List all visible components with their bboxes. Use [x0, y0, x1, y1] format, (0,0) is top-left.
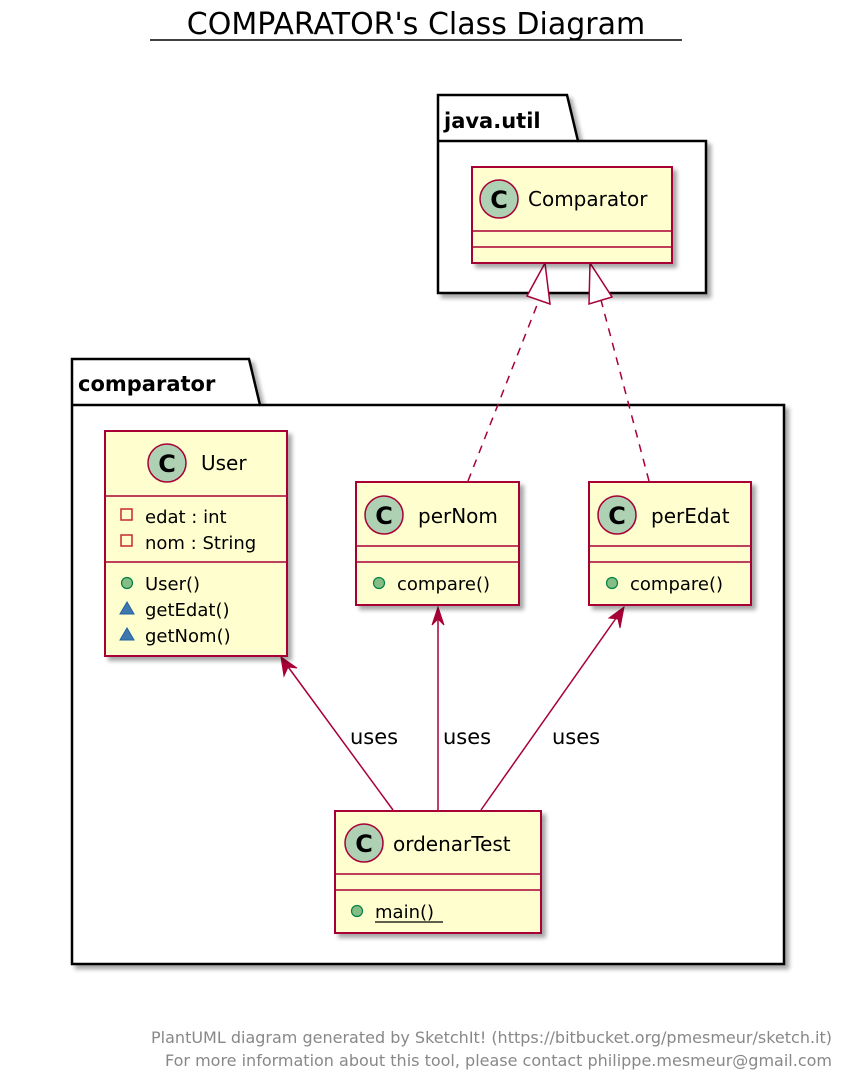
method-compare-pernom: compare() — [397, 574, 490, 595]
svg-text:C: C — [608, 502, 626, 530]
field-nom: nom : String — [145, 533, 256, 554]
method-compare-peredat: compare() — [630, 574, 723, 595]
method-main: main() — [375, 902, 434, 923]
public-icon — [120, 576, 134, 590]
package-visibility-icon — [119, 601, 135, 615]
svg-text:C: C — [355, 830, 373, 858]
class-name-pernom: perNom — [418, 504, 498, 528]
public-icon — [350, 904, 364, 918]
class-name-ordenartest: ordenarTest — [393, 832, 511, 856]
class-circle-icon: C — [344, 823, 384, 863]
relation-label-user: uses — [350, 725, 398, 749]
association-ordenartest-peredat — [480, 605, 625, 811]
association-ordenartest-pernom — [431, 605, 445, 810]
method-user-constructor: User() — [145, 574, 200, 595]
class-name-comparator: Comparator — [528, 187, 648, 211]
package-name-java-util: java.util — [443, 109, 541, 133]
footer-line-1: PlantUML diagram generated by SketchIt! … — [151, 1028, 832, 1047]
method-getnom: getNom() — [145, 626, 231, 647]
class-circle-icon: C — [597, 495, 637, 535]
class-circle-icon: C — [147, 443, 187, 483]
method-getedat: getEdat() — [145, 600, 230, 621]
class-ordenartest: C ordenarTest main() — [334, 810, 542, 934]
package-name-comparator: comparator — [78, 372, 216, 396]
public-icon — [372, 576, 386, 590]
class-circle-icon: C — [479, 179, 519, 219]
realization-pernom-comparator — [467, 260, 551, 482]
class-peredat: C perEdat compare() — [588, 481, 752, 606]
class-comparator: C Comparator — [471, 166, 673, 264]
class-pernom: C perNom compare() — [355, 481, 520, 606]
package-visibility-icon — [119, 627, 135, 641]
svg-text:C: C — [375, 502, 393, 530]
private-icon — [120, 534, 133, 547]
svg-text:C: C — [490, 186, 508, 214]
public-icon — [605, 576, 619, 590]
field-edat: edat : int — [145, 507, 227, 528]
class-name-user: User — [201, 451, 247, 475]
class-circle-icon: C — [364, 495, 404, 535]
private-icon — [120, 508, 133, 521]
svg-text:C: C — [158, 450, 176, 478]
class-user: C User edat : int nom : String User() ge… — [104, 430, 288, 657]
relation-label-pernom: uses — [443, 725, 491, 749]
realization-peredat-comparator — [588, 260, 650, 482]
relation-label-peredat: uses — [552, 725, 600, 749]
class-name-peredat: perEdat — [651, 504, 730, 528]
footer-line-2: For more information about this tool, pl… — [165, 1051, 832, 1070]
diagram-title: COMPARATOR's Class Diagram — [187, 7, 645, 42]
association-ordenartest-user — [280, 655, 394, 811]
